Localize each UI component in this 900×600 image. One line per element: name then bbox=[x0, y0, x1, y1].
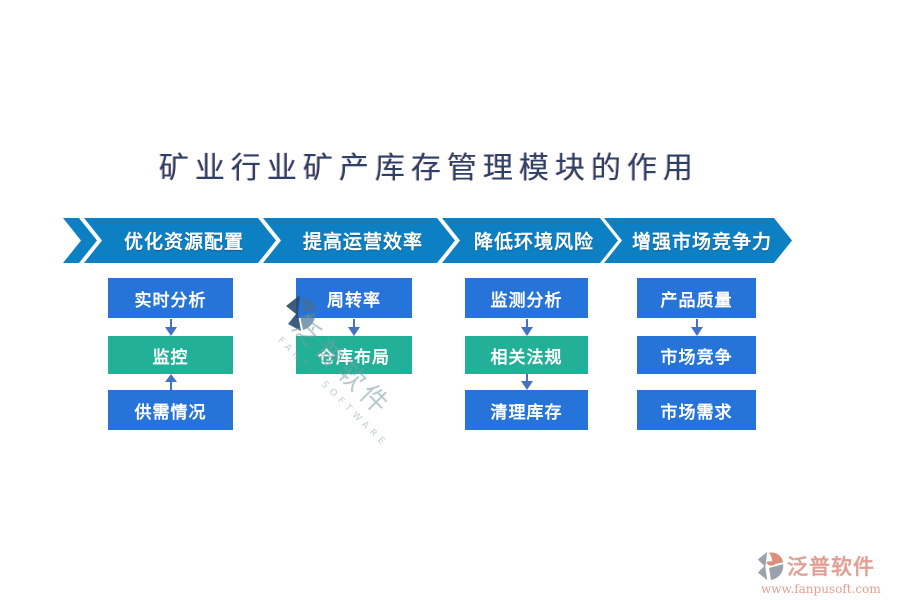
page-title: 矿业行业矿产库存管理模块的作用 bbox=[159, 151, 699, 186]
flow-box: 实时分析 bbox=[108, 278, 233, 318]
flow-box: 监测分析 bbox=[465, 278, 588, 318]
flow-box: 周转率 bbox=[296, 278, 412, 318]
fanpu-logo: 泛普软件 www.fanpusoft.com bbox=[755, 550, 895, 596]
banner-environmental-risk: 降低环境风险 bbox=[442, 218, 618, 263]
banner-market-competitiveness: 增强市场竞争力 bbox=[604, 218, 792, 263]
banner-operational-efficiency: 提高运营效率 bbox=[263, 218, 455, 263]
fanpu-logo-icon bbox=[757, 551, 784, 581]
flow-box: 市场竞争 bbox=[637, 336, 756, 374]
flow-box: 监控 bbox=[108, 336, 233, 374]
fanpu-logo-name: 泛普软件 bbox=[787, 555, 875, 579]
arrow-down-icon bbox=[465, 318, 588, 336]
arrow-up-icon bbox=[108, 374, 233, 390]
flow-box: 清理库存 bbox=[465, 390, 588, 430]
fanpu-logo-url: www.fanpusoft.com bbox=[761, 582, 881, 596]
arrow-down-icon bbox=[465, 374, 588, 390]
flow-box: 市场需求 bbox=[637, 390, 756, 430]
flow-box: 产品质量 bbox=[637, 278, 756, 318]
flow-box: 相关法规 bbox=[465, 336, 588, 374]
arrow-down-icon bbox=[637, 318, 756, 336]
flow-box: 供需情况 bbox=[108, 390, 233, 430]
banner-optimize-resources: 优化资源配置 bbox=[84, 218, 276, 263]
flow-box: 仓库布局 bbox=[296, 336, 412, 374]
banner-band: 优化资源配置 提高运营效率 降低环境风险 增强市场竞争力 bbox=[0, 218, 900, 263]
arrow-down-icon bbox=[296, 318, 412, 336]
arrow-down-icon bbox=[108, 318, 233, 336]
